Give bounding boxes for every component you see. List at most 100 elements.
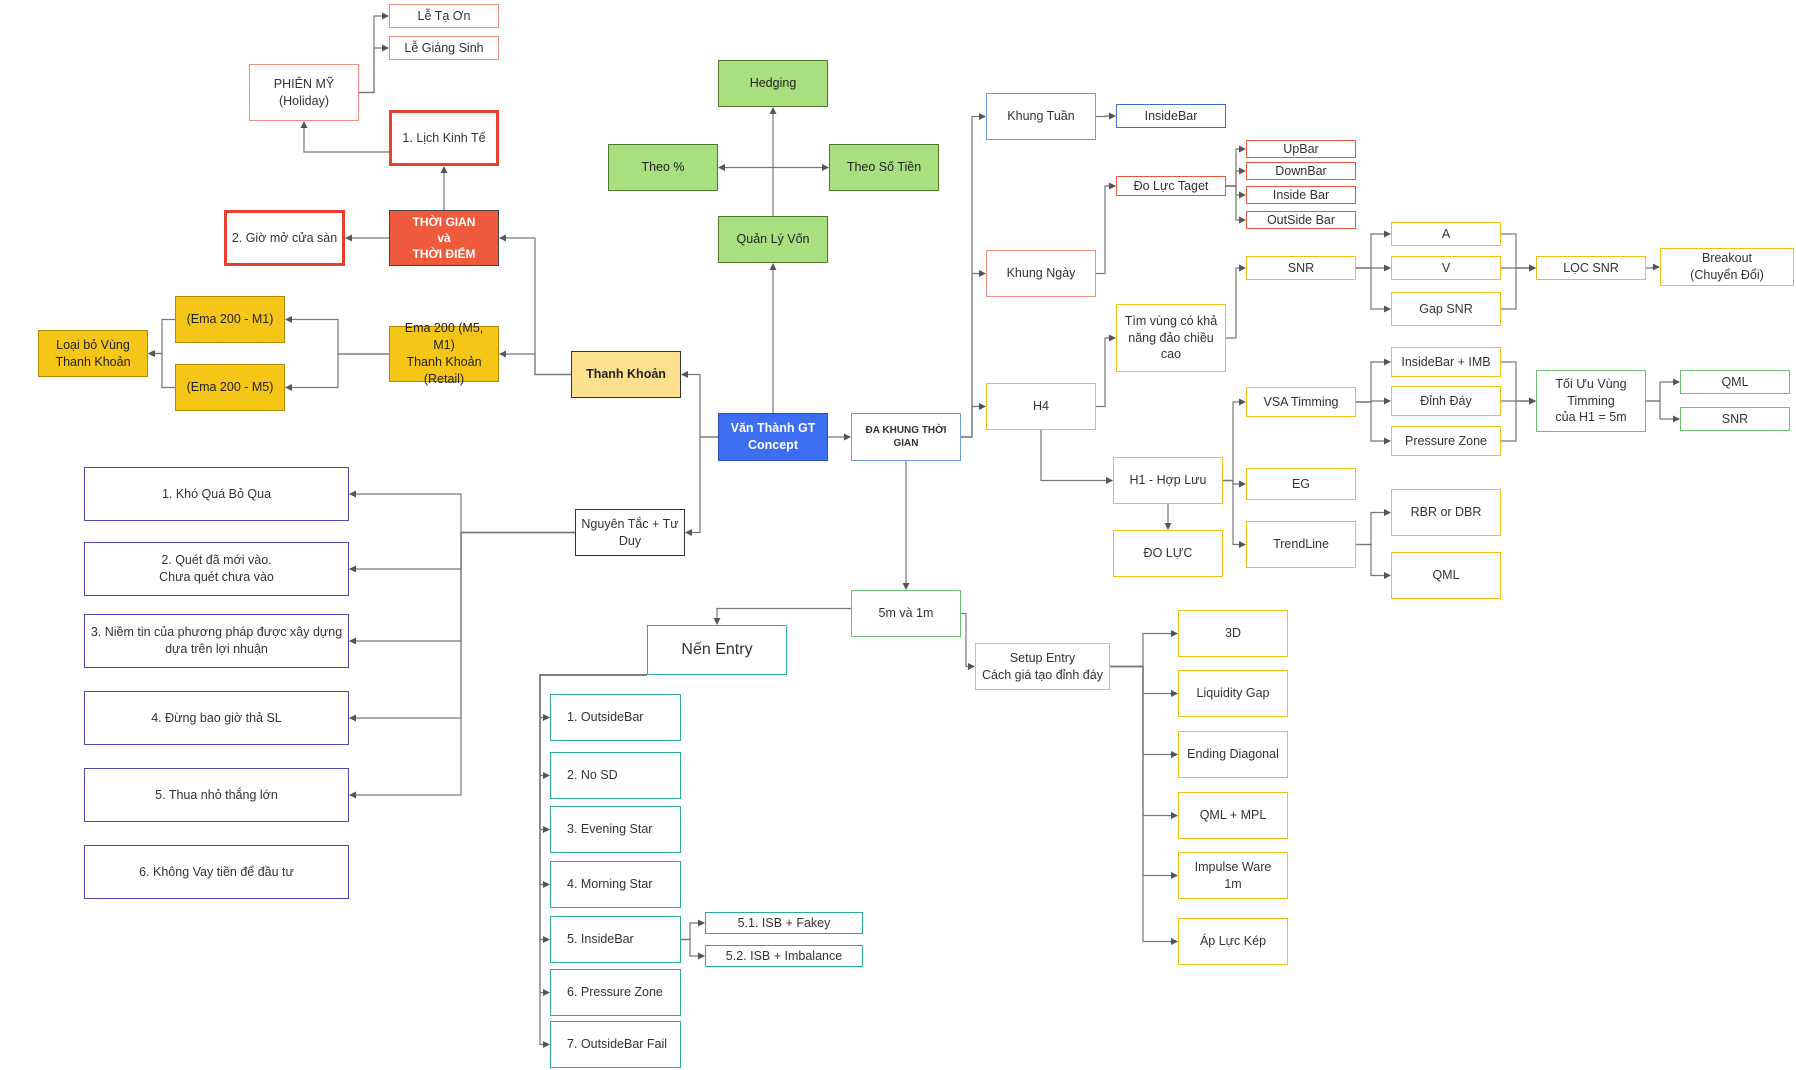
- node-pressure-zone[interactable]: Pressure Zone: [1391, 426, 1501, 456]
- node-ema-m1[interactable]: (Ema 200 - M1): [175, 296, 285, 343]
- connector: [681, 938, 705, 960]
- entry-candle-item[interactable]: 3. Evening Star: [550, 806, 681, 853]
- connector: [1356, 543, 1391, 579]
- connector: [499, 350, 571, 376]
- principle-item[interactable]: 5. Thua nhỏ thắng lớn: [84, 768, 349, 822]
- node-isb-imbalance[interactable]: 5.2. ISB + Imbalance: [705, 945, 863, 967]
- connector: [300, 121, 389, 153]
- principle-item[interactable]: 3. Niềm tin của phương pháp được xây dựn…: [84, 614, 349, 668]
- node-gio-mo-cua[interactable]: 2. Giờ mở cửa sàn: [224, 210, 345, 266]
- connector: [961, 270, 986, 438]
- node-snr-right[interactable]: SNR: [1680, 407, 1790, 431]
- node-outside-bar[interactable]: OutSide Bar: [1246, 211, 1356, 229]
- connector: [1096, 334, 1116, 408]
- node-vsa-timming[interactable]: VSA Timming: [1246, 387, 1356, 417]
- node-da-khung[interactable]: ĐA KHUNG THỜI GIAN: [851, 413, 961, 461]
- connector: [1096, 182, 1116, 275]
- node-h4[interactable]: H4: [986, 383, 1096, 430]
- setup-item[interactable]: Impulse Ware 1m: [1178, 852, 1288, 899]
- node-ema-m5[interactable]: (Ema 200 - M5): [175, 364, 285, 411]
- entry-candle-item[interactable]: 7. OutsideBar Fail: [550, 1021, 681, 1068]
- connector: [1501, 361, 1536, 405]
- connector: [1356, 401, 1391, 445]
- node-nguyen-tac[interactable]: Nguyên Tắc + Tư Duy: [575, 509, 685, 556]
- connector: [1646, 263, 1660, 271]
- node-toi-uu-vung[interactable]: Tối Ưu Vùng Timming của H1 = 5m: [1536, 370, 1646, 432]
- entry-candle-item[interactable]: 1. OutsideBar: [550, 694, 681, 741]
- node-loai-bo[interactable]: Loại bỏ Vùng Thanh Khoản: [38, 330, 148, 377]
- node-downbar[interactable]: DownBar: [1246, 162, 1356, 180]
- connector: [1501, 264, 1536, 310]
- node-lich-kinh-te[interactable]: 1. Lịch Kinh Tế: [389, 110, 499, 166]
- connector: [1226, 264, 1246, 339]
- node-a[interactable]: A: [1391, 222, 1501, 246]
- node-le-giang-sinh[interactable]: Lễ Giáng Sinh: [389, 36, 499, 60]
- node-thanh-khoan[interactable]: Thanh Khoản: [571, 351, 681, 398]
- connector: [1223, 479, 1246, 548]
- node-v[interactable]: V: [1391, 256, 1501, 280]
- connector: [539, 674, 647, 1048]
- central-topic[interactable]: Văn Thành GT Concept: [718, 413, 828, 461]
- principle-item[interactable]: 1. Khó Quá Bỏ Qua: [84, 467, 349, 521]
- node-le-ta-on[interactable]: Lễ Tạ Ơn: [389, 4, 499, 28]
- setup-item[interactable]: Áp Lực Kép: [1178, 918, 1288, 965]
- connector: [1646, 400, 1680, 423]
- connector: [1226, 185, 1246, 224]
- node-tim-vung[interactable]: Tìm vùng có khả năng đảo chiều cao: [1116, 304, 1226, 372]
- connector: [1226, 167, 1246, 187]
- setup-item[interactable]: 3D: [1178, 610, 1288, 657]
- connector: [349, 531, 575, 573]
- node-isb-fakey[interactable]: 5.1. ISB + Fakey: [705, 912, 863, 934]
- connector: [1646, 378, 1680, 402]
- node-upbar[interactable]: UpBar: [1246, 140, 1356, 158]
- node-phien-my[interactable]: PHIÊN MỸ (Holiday): [249, 64, 359, 121]
- setup-item[interactable]: QML + MPL: [1178, 792, 1288, 839]
- entry-candle-item[interactable]: 6. Pressure Zone: [550, 969, 681, 1016]
- node-qml[interactable]: QML: [1391, 552, 1501, 599]
- node-do-luc-taget[interactable]: Đo Lực Taget: [1116, 176, 1226, 196]
- node-setup-entry[interactable]: Setup Entry Cách giá tạo đỉnh đáy: [975, 643, 1110, 690]
- node-quan-ly-von[interactable]: Quản Lý Vốn: [718, 216, 828, 263]
- node-ema-200[interactable]: Ema 200 (M5, M1) Thanh Khoản (Retail): [389, 321, 499, 386]
- node-do-luc[interactable]: ĐO LỰC: [1113, 530, 1223, 577]
- node-hedging[interactable]: Hedging: [718, 60, 828, 107]
- node-theo-pct[interactable]: Theo %: [608, 144, 718, 191]
- node-insidebar-imb[interactable]: InsideBar + IMB: [1391, 347, 1501, 377]
- node-khung-ngay[interactable]: Khung Ngày: [986, 250, 1096, 297]
- node-loc-snr[interactable]: LỌC SNR: [1536, 256, 1646, 280]
- connector: [359, 44, 389, 94]
- node-eg[interactable]: EG: [1246, 468, 1356, 500]
- node-qml-top[interactable]: QML: [1680, 370, 1790, 394]
- setup-item[interactable]: Liquidity Gap: [1178, 670, 1288, 717]
- principle-item[interactable]: 4. Đừng bao giờ thả SL: [84, 691, 349, 745]
- connector: [148, 318, 175, 357]
- node-h1[interactable]: H1 - Hợp Lưu: [1113, 457, 1223, 504]
- node-theo-so-tien[interactable]: Theo Số Tiền: [829, 144, 939, 191]
- node-dinh-day[interactable]: Đỉnh Đáy: [1391, 386, 1501, 416]
- setup-item[interactable]: Ending Diagonal: [1178, 731, 1288, 778]
- connector: [1040, 430, 1113, 484]
- connector: [1110, 665, 1178, 945]
- entry-candle-item[interactable]: 5. InsideBar: [550, 916, 681, 963]
- node-5m-1m[interactable]: 5m và 1m: [851, 590, 961, 637]
- connector: [349, 531, 575, 799]
- node-trendline[interactable]: TrendLine: [1246, 521, 1356, 568]
- node-breakout[interactable]: Breakout (Chuyển Đổi): [1660, 248, 1794, 286]
- connector: [1501, 397, 1536, 442]
- node-gap-snr[interactable]: Gap SNR: [1391, 292, 1501, 326]
- principle-item[interactable]: 2. Quét đã mới vào. Chưa quét chưa vào: [84, 542, 349, 596]
- node-nen-entry[interactable]: Nến Entry: [647, 625, 787, 675]
- node-snr[interactable]: SNR: [1246, 256, 1356, 280]
- node-insidebar-tuan[interactable]: InsideBar: [1116, 104, 1226, 128]
- entry-candle-item[interactable]: 2. No SD: [550, 752, 681, 799]
- connector: [285, 316, 389, 355]
- node-inside-bar[interactable]: Inside Bar: [1246, 186, 1356, 204]
- node-khung-tuan[interactable]: Khung Tuần: [986, 93, 1096, 140]
- principle-item[interactable]: 6. Không Vay tiền để đầu tư: [84, 845, 349, 899]
- connector: [1356, 509, 1391, 546]
- node-rbr-dbr[interactable]: RBR or DBR: [1391, 489, 1501, 536]
- node-thoi-gian[interactable]: THỜI GIAN và THỜI ĐIỂM: [389, 210, 499, 266]
- connector: [713, 607, 851, 625]
- entry-candle-item[interactable]: 4. Morning Star: [550, 861, 681, 908]
